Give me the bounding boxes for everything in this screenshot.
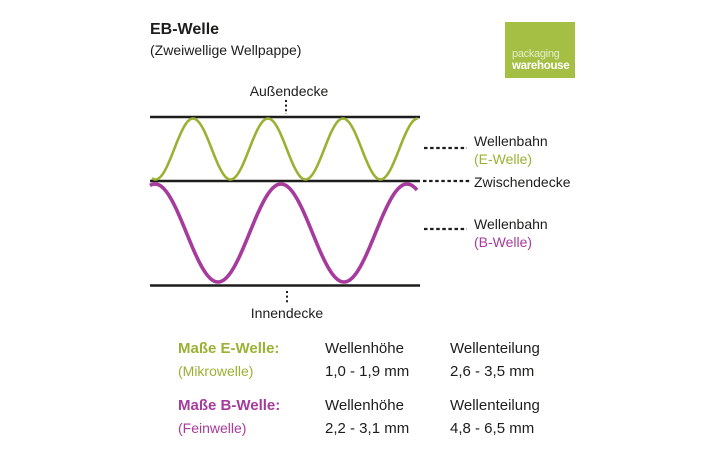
middle-liner-label: Zwischendecke	[474, 174, 571, 190]
e-welle-row-alt-name: (Mikrowelle)	[178, 363, 254, 379]
b-welle-height-value: 2,2 - 3,1 mm	[325, 420, 410, 437]
b-welle-row-alt-name: (Feinwelle)	[178, 420, 247, 436]
e-welle-pitch-header: Wellenteilung	[450, 340, 540, 357]
e-welle-height-value: 1,0 - 1,9 mm	[325, 363, 410, 380]
b-welle-row-title: Maße B-Welle:	[178, 397, 281, 414]
e-welle-wave	[151, 117, 418, 181]
page-subtitle: (Zweiwellige Wellpappe)	[150, 42, 302, 58]
e-welle-row-title: Maße E-Welle:	[178, 340, 280, 357]
b-welle-height-header: Wellenhöhe	[325, 397, 404, 414]
b-welle-pitch-value: 4,8 - 6,5 mm	[450, 420, 535, 437]
e-flute-sublabel: (E-Welle)	[474, 151, 533, 167]
b-welle-wave	[149, 182, 419, 284]
b-flute-sublabel: (B-Welle)	[474, 234, 533, 250]
packaging-warehouse-logo: packaging warehouse	[505, 22, 575, 78]
b-flute-label: Wellenbahn	[474, 216, 548, 232]
logo-text-packaging: packaging	[512, 48, 560, 60]
page-title: EB-Welle	[150, 21, 220, 38]
e-flute-label: Wellenbahn	[474, 133, 548, 149]
outer-liner-label: Außendecke	[249, 83, 329, 99]
b-welle-pitch-header: Wellenteilung	[450, 397, 540, 414]
logo-text-warehouse: warehouse	[512, 60, 570, 72]
e-welle-height-header: Wellenhöhe	[325, 340, 404, 357]
e-welle-pitch-value: 2,6 - 3,5 mm	[450, 363, 535, 380]
inner-liner-label: Innendecke	[250, 305, 324, 321]
